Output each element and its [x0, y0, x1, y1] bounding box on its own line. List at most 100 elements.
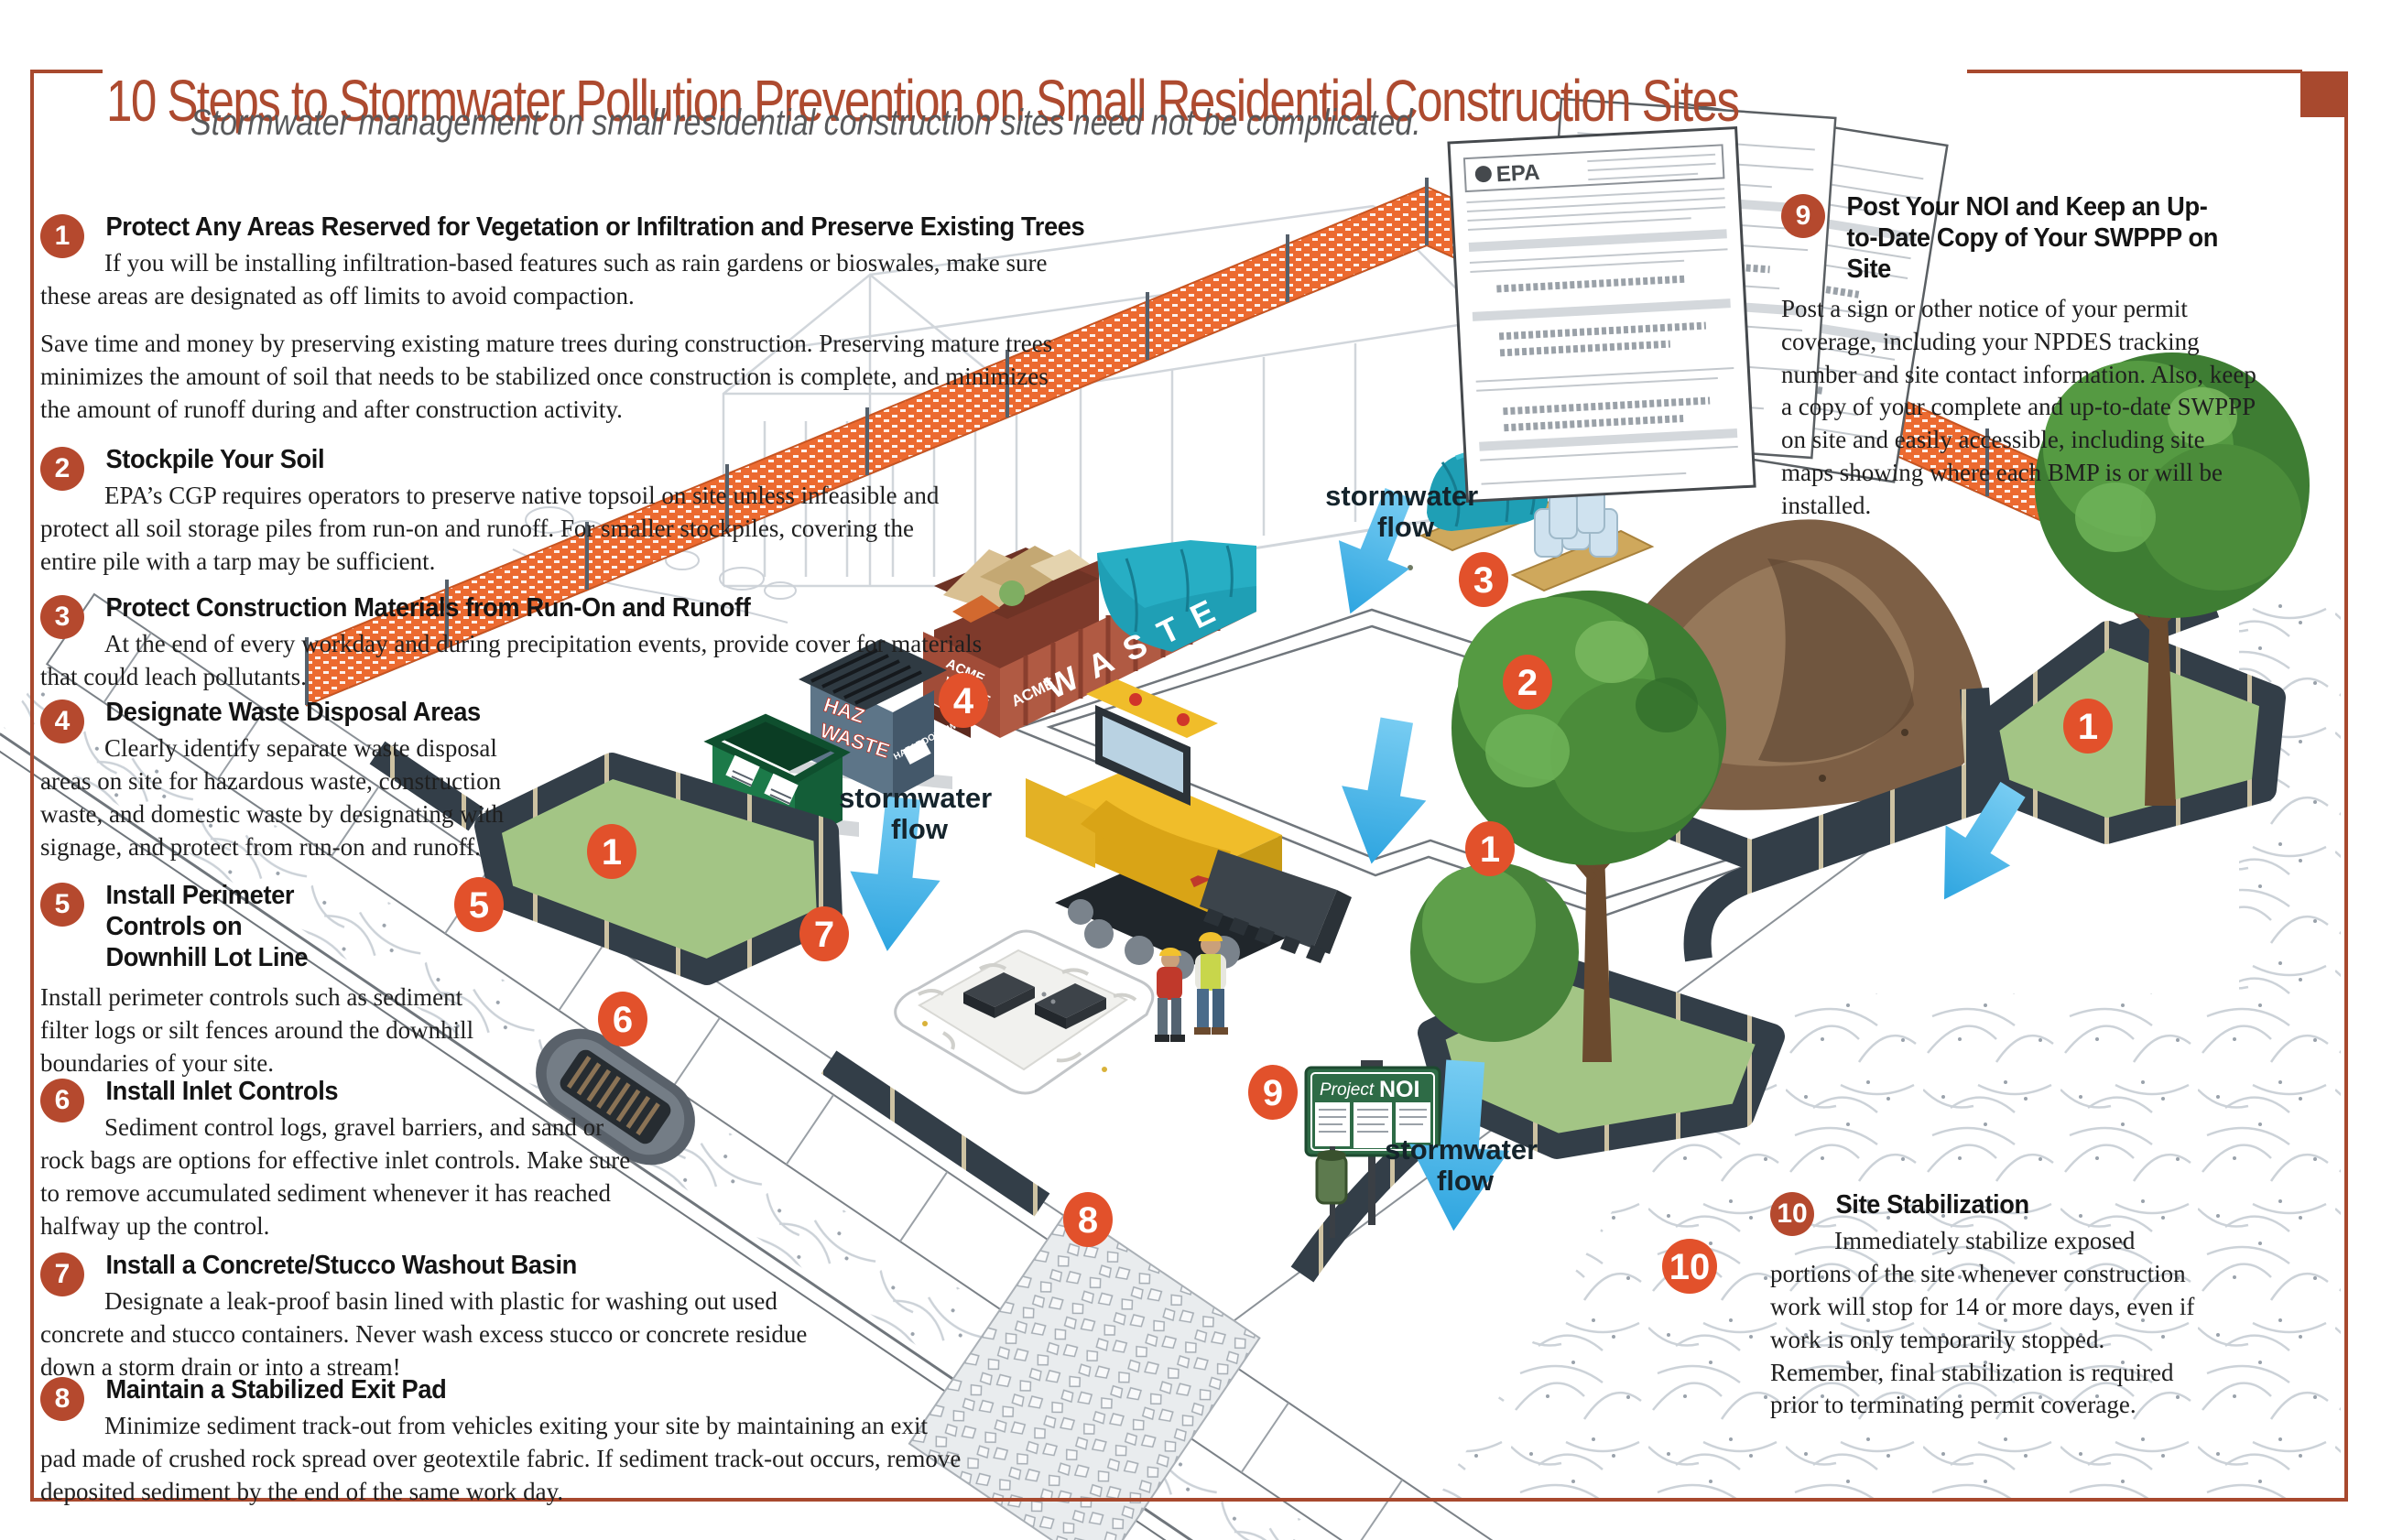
epa-logo: EPA — [1495, 160, 1540, 187]
svg-text:5: 5 — [469, 885, 489, 926]
step-heading: Install Perimeter Controls on Downhill L… — [105, 881, 309, 972]
step-body: Sediment control logs, gravel barriers, … — [40, 1112, 631, 1240]
step-heading: Site Stabilization — [1835, 1190, 2029, 1220]
stormwater-arrow — [1338, 487, 1413, 614]
step-body: Immediately stabilize exposed portions o… — [1770, 1226, 2195, 1419]
step-10: 10 Site Stabilization Immediately stabil… — [1770, 1190, 2210, 1422]
step-body: At the end of every workday and during p… — [40, 629, 983, 690]
corner-square — [2300, 71, 2348, 117]
stormwater-arrow — [850, 796, 940, 951]
step-body: Install perimeter controls such as sedim… — [40, 982, 474, 1077]
stormwater-arrow — [1342, 717, 1427, 864]
map-badge-3: 3 — [1459, 552, 1508, 607]
svg-text:2: 2 — [1517, 663, 1538, 703]
step-number-badge: 8 — [40, 1377, 84, 1421]
page-title: 10 Steps to Stormwater Pollution Prevent… — [106, 67, 1740, 134]
step-heading: Install Inlet Controls — [105, 1077, 339, 1106]
worker-red-shirt — [1155, 948, 1185, 1042]
step-number-badge: 3 — [40, 595, 84, 639]
step-1: 1 Protect Any Areas Reserved for Vegetat… — [40, 212, 1085, 426]
map-badge-2: 2 — [1503, 655, 1552, 710]
map-badge-8: 8 — [1063, 1192, 1113, 1247]
stormwater-flow-label: stormwater flow — [1325, 480, 1486, 543]
dumpster-junk — [943, 546, 1090, 623]
stormwater-arrows — [850, 487, 2026, 1231]
step-8: 8 Maintain a Stabilized Exit Pad Minimiz… — [40, 1375, 965, 1509]
step-body: If you will be installing infiltration-b… — [40, 248, 1048, 309]
step-9: 9 Post Your NOI and Keep an Up-to-Date C… — [1781, 192, 2257, 523]
svg-text:9: 9 — [1263, 1073, 1283, 1113]
step-7: 7 Install a Concrete/Stucco Washout Basi… — [40, 1251, 846, 1384]
map-badge-7: 7 — [799, 906, 849, 961]
map-badge-1: 1 — [587, 824, 636, 879]
worker-safety-vest — [1194, 932, 1228, 1035]
frame-top-right — [1967, 70, 2302, 73]
step-number-badge: 7 — [40, 1253, 84, 1296]
haz-waste-bin: HAZ WASTE HAZARDOUS WASTE — [789, 639, 980, 798]
svg-text:1: 1 — [1480, 830, 1500, 870]
washout-basin — [894, 929, 1155, 1095]
stormwater-arrow — [1943, 781, 2026, 900]
map-badge-10: 10 — [1662, 1239, 1717, 1294]
frame-right — [2344, 94, 2348, 1502]
step-number-badge: 6 — [40, 1079, 84, 1122]
tree-island-right — [1973, 352, 2310, 844]
svg-text:3: 3 — [1473, 560, 1494, 601]
step-number-badge: 9 — [1781, 194, 1825, 238]
step-body: Minimize sediment track-out from vehicle… — [40, 1411, 962, 1505]
stormwater-flow-labels: stormwater flow stormwater flow stormwat… — [839, 480, 1546, 1197]
step-number-badge: 1 — [40, 214, 84, 258]
step-number-badge: 5 — [40, 883, 84, 927]
step-heading: Protect Construction Materials from Run-… — [105, 593, 751, 623]
washout-containers — [963, 972, 1106, 1029]
svg-text:6: 6 — [613, 1000, 633, 1040]
construction-workers — [1155, 932, 1228, 1042]
svg-text:8: 8 — [1078, 1200, 1098, 1241]
posted-documents — [1315, 1102, 1430, 1148]
noi-sign-word1: Project — [1320, 1080, 1375, 1100]
step-number-badge: 4 — [40, 700, 84, 743]
noi-sign-word2: NOI — [1379, 1077, 1419, 1102]
map-badge-1c: 1 — [2063, 699, 2113, 754]
svg-text:4: 4 — [953, 681, 974, 721]
step-4: 4 Designate Waste Disposal Areas Clearly… — [40, 698, 516, 864]
stormwater-flow-label: stormwater flow — [839, 782, 1000, 845]
step-body: Clearly identify separate waste disposal… — [40, 733, 505, 861]
step-body: Post a sign or other notice of your perm… — [1781, 294, 2256, 520]
epa-noi-documents: EPA — [1447, 97, 1949, 504]
inlet-control — [536, 1028, 695, 1166]
svg-text:1: 1 — [602, 832, 622, 873]
map-badges: 1 1 1 2 3 4 5 6 — [454, 552, 2113, 1294]
step-6: 6 Install Inlet Controls Sediment contro… — [40, 1077, 645, 1243]
step-heading: Post Your NOI and Keep an Up-to-Date Cop… — [1846, 192, 2219, 284]
map-badge-4: 4 — [939, 673, 988, 728]
page-subtitle: Stormwater management on small residenti… — [190, 103, 1421, 143]
track-loader — [1026, 679, 1352, 980]
stormwater-flow-label: stormwater flow — [1385, 1133, 1546, 1197]
step-heading: Install a Concrete/Stucco Washout Basin — [105, 1251, 577, 1280]
map-badge-6: 6 — [598, 992, 647, 1047]
map-badge-5: 5 — [454, 877, 504, 932]
step-heading: Maintain a Stabilized Exit Pad — [105, 1375, 447, 1404]
map-badge-1b: 1 — [1465, 821, 1515, 876]
step-number-badge: 2 — [40, 447, 84, 491]
step-2: 2 Stockpile Your Soil EPA’s CGP requires… — [40, 445, 956, 579]
stormwater-arrow — [1409, 1059, 1510, 1231]
step-body: Designate a leak-proof basin lined with … — [40, 1286, 808, 1381]
frame-left — [30, 70, 34, 1502]
step-3: 3 Protect Construction Materials from Ru… — [40, 593, 984, 694]
step-heading: Stockpile Your Soil — [105, 445, 325, 474]
project-noi-sign: Project NOI — [1304, 1060, 1441, 1238]
step-body: Save time and money by preserving existi… — [40, 329, 1053, 423]
step-number-badge: 10 — [1770, 1192, 1814, 1236]
frame-top-left-dash — [33, 70, 103, 73]
step-5: 5 Install Perimeter Controls on Downhill… — [40, 881, 498, 1079]
step-heading: Designate Waste Disposal Areas — [105, 698, 481, 727]
map-badge-9: 9 — [1248, 1065, 1298, 1120]
frame-bottom — [30, 1498, 2348, 1502]
svg-text:10: 10 — [1669, 1247, 1711, 1287]
step-body: EPA’s CGP requires operators to preserve… — [40, 481, 940, 575]
step-heading: Protect Any Areas Reserved for Vegetatio… — [105, 212, 1085, 242]
svg-text:7: 7 — [814, 915, 834, 955]
